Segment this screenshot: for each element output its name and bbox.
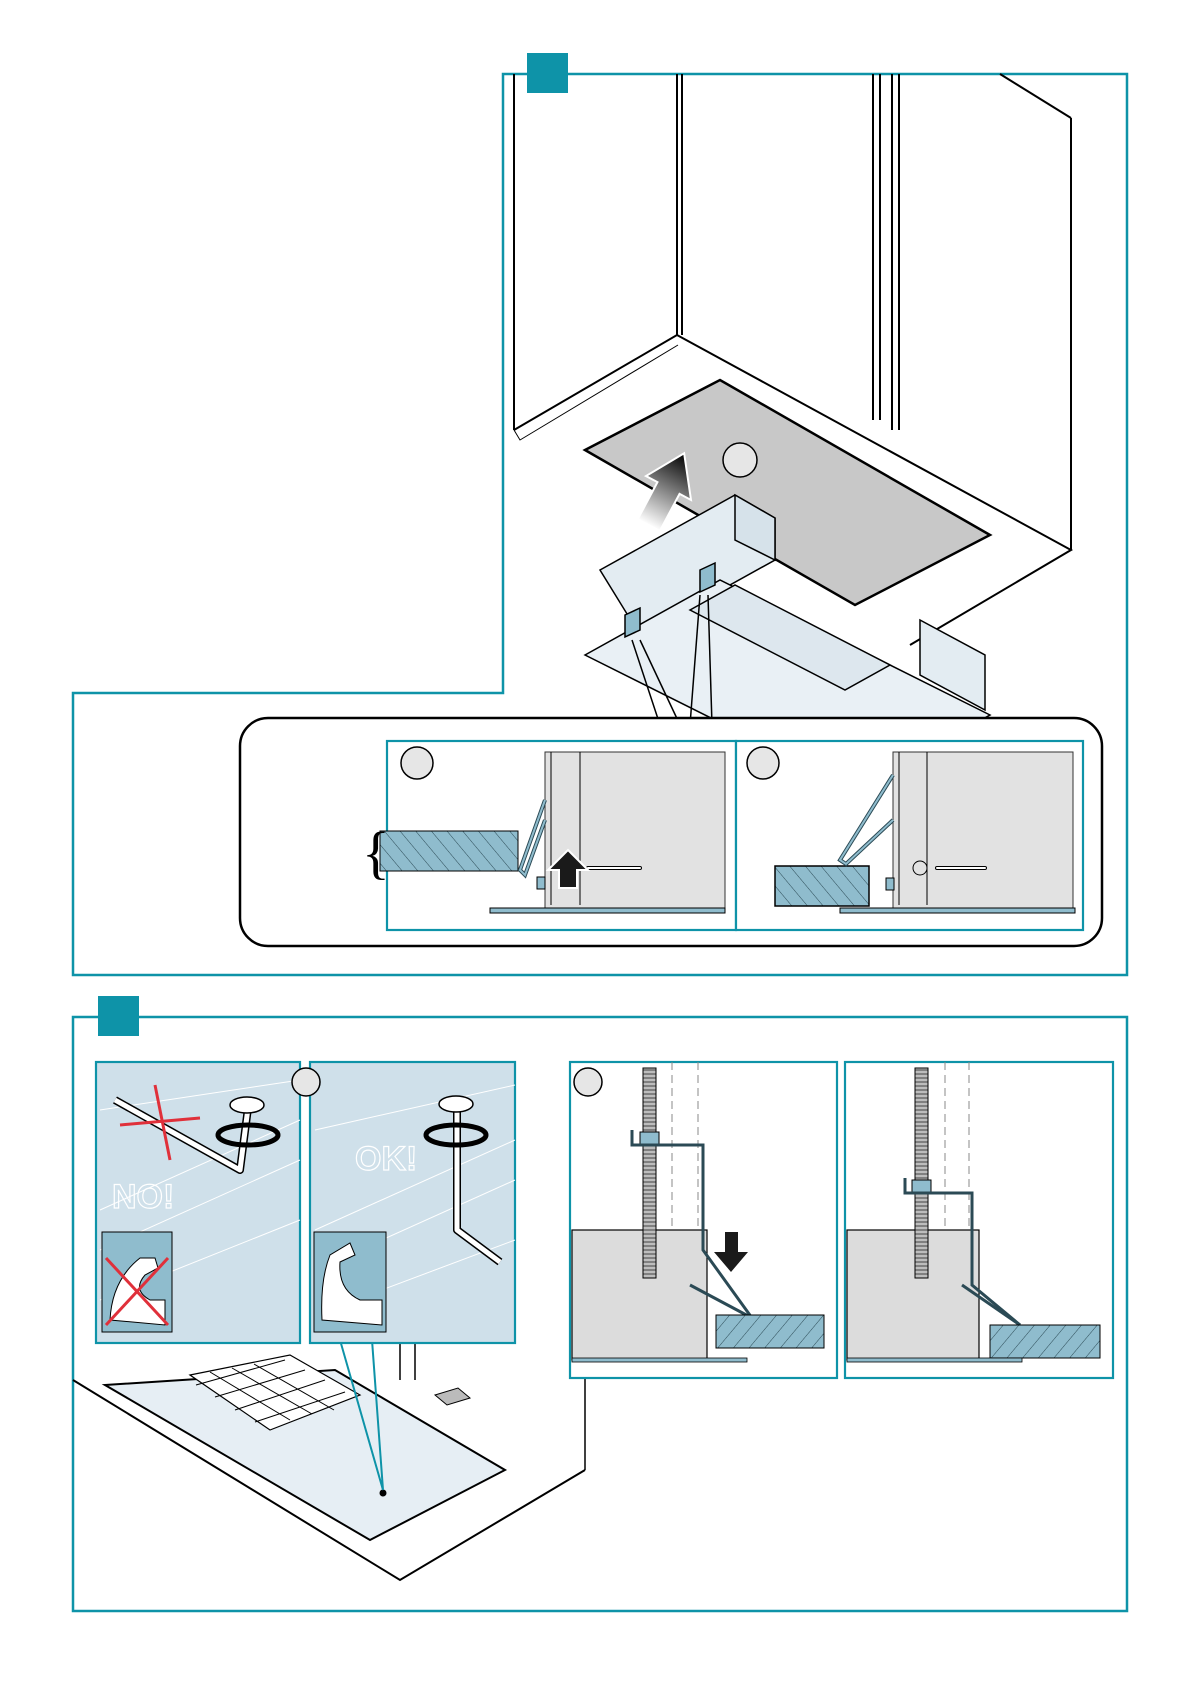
push-up-arrow-small bbox=[545, 848, 591, 889]
cabinet-board-d bbox=[989, 1324, 1101, 1359]
threaded-rod-after bbox=[914, 1067, 929, 1279]
arm-ok-icon bbox=[321, 1242, 383, 1326]
clamp-clip-after bbox=[903, 1178, 1021, 1327]
push-up-arrow bbox=[636, 451, 693, 533]
panel-bolt-before bbox=[568, 1060, 839, 1380]
cross-mark-icon bbox=[119, 1084, 201, 1161]
detail-a-circle bbox=[400, 746, 434, 780]
threaded-rod bbox=[642, 1067, 657, 1279]
screw-head-ok bbox=[438, 1095, 474, 1113]
board-thickness-brace: { bbox=[362, 820, 390, 885]
step-1-section: { bbox=[71, 53, 1129, 977]
wall-cabinet bbox=[513, 73, 1074, 646]
screw-head bbox=[229, 1096, 265, 1114]
verdict-no: NO! bbox=[112, 1178, 174, 1216]
panel-bolt-after bbox=[843, 1060, 1115, 1380]
step-1-frame bbox=[71, 72, 1129, 977]
cabinet-board-b bbox=[774, 865, 870, 907]
verdict-ok: OK! bbox=[355, 1140, 417, 1178]
panel-ok: OK! bbox=[291, 1060, 517, 1345]
hood-frame bbox=[571, 1229, 708, 1361]
panel-ok-circle bbox=[291, 1067, 321, 1097]
panel-no: NO! bbox=[94, 1060, 302, 1345]
detail-b-panel bbox=[734, 739, 1085, 932]
step-2-marker bbox=[98, 996, 139, 1036]
step-2-frame bbox=[71, 1015, 1129, 1613]
hood-bottom-view bbox=[72, 1340, 586, 1582]
panel-bolt-before-circle bbox=[573, 1067, 603, 1097]
rotate-arrow-ok-icon bbox=[423, 1122, 489, 1148]
rotate-arrow-icon bbox=[215, 1122, 281, 1148]
step-1-marker bbox=[527, 53, 568, 93]
cross-mark-arm-icon bbox=[104, 1256, 170, 1327]
detail-a-panel: { bbox=[362, 739, 738, 932]
step-2-section: NO! OK! bbox=[71, 996, 1129, 1613]
detail-b-circle bbox=[746, 746, 780, 780]
callout-pointer bbox=[339, 1339, 384, 1491]
cabinet-board bbox=[379, 830, 519, 872]
step-1-callout-circle bbox=[722, 442, 758, 478]
clamp-clip bbox=[630, 1130, 754, 1319]
push-down-arrow bbox=[714, 1232, 748, 1272]
cabinet-board-c bbox=[715, 1314, 825, 1349]
